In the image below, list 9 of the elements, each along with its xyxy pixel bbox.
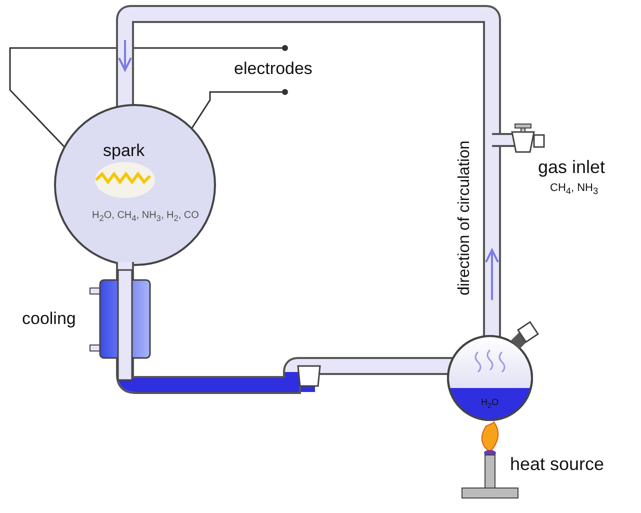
spark-label: spark — [103, 142, 145, 161]
water-label: H$_{2}$O — [481, 398, 499, 410]
gas-inlet-label: gas inlet — [538, 158, 606, 178]
cooling-label: cooling — [22, 310, 76, 329]
gas-mixture-label: H$_{2}$O, CH$_{4}$, NH$_{3}$, H$_{2}$, CO — [92, 210, 199, 224]
heat-source-label: heat source — [510, 455, 604, 475]
circulation-label: direction of circulation — [456, 140, 474, 296]
gas-formula-label: CH$_{4}$, NH$_{3}$ — [550, 182, 598, 196]
electrode-label: electrodes — [234, 60, 312, 79]
